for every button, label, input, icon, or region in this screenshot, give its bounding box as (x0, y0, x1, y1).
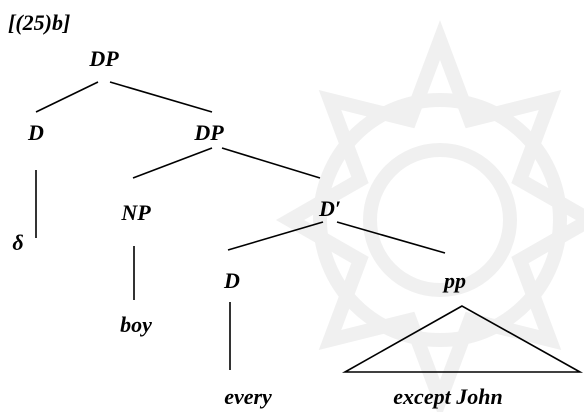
node-dp-root: DP (88, 46, 119, 71)
node-np: NP (120, 200, 151, 225)
edge-dbar-d (227, 221, 324, 251)
node-except-john: except John (393, 384, 502, 409)
edge-dp-np (132, 147, 213, 179)
node-d-bar: D′ (318, 196, 341, 221)
example-label: [(25)b] (8, 10, 70, 35)
pp-triangle (341, 305, 584, 373)
edge-dp-d (35, 81, 99, 113)
tree-edges (35, 81, 584, 373)
node-boy: boy (120, 312, 152, 337)
node-every: every (224, 384, 272, 409)
node-d-inner: D (223, 268, 240, 293)
edge-dbar-pp (336, 221, 446, 254)
node-dp-inner: DP (193, 120, 224, 145)
tree-labels: [(25)b] DP D δ DP NP boy D′ D pp every e… (8, 10, 503, 409)
node-delta: δ (12, 230, 23, 255)
edge-dp-dbar (221, 147, 321, 179)
node-pp: pp (442, 268, 466, 293)
edge-dp-dp (109, 81, 213, 113)
watermark-ornament (275, 20, 584, 412)
node-d-left: D (27, 120, 44, 145)
